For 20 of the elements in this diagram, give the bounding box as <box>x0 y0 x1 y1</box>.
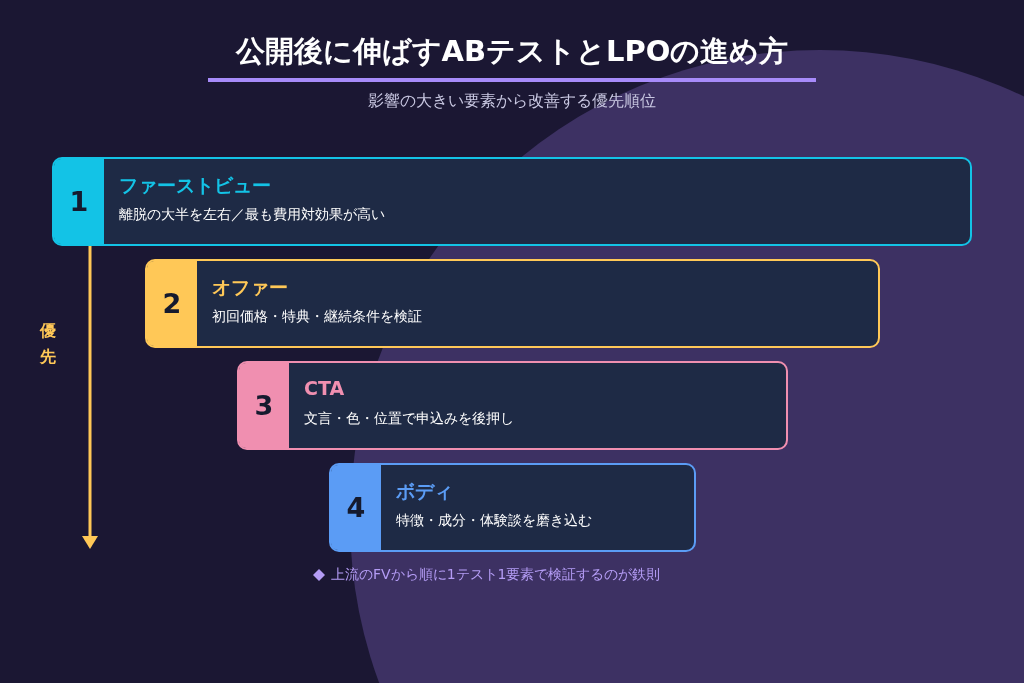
step-heading: ボディ <box>396 479 453 504</box>
step-card <box>145 259 880 348</box>
step-heading: ファーストビュー <box>119 173 271 198</box>
step-description: 文言・色・位置で申込みを後押し <box>304 410 514 428</box>
step-card <box>329 463 696 552</box>
step-card <box>237 361 788 450</box>
step-card <box>52 157 972 246</box>
number-badge: 1 <box>54 159 104 244</box>
number-badge: 2 <box>147 261 197 346</box>
title: 公開後に伸ばすABテストとLPOの進め方 <box>234 33 790 70</box>
axis-label: 優先 <box>40 320 57 368</box>
step-description: 特徴・成分・体験談を磨き込む <box>396 512 592 530</box>
step-heading: CTA <box>304 377 345 399</box>
subtitle: 影響の大きい要素から改善する優先順位 <box>367 91 657 112</box>
note: 上流のFVから順に1テスト1要素で検証するのが鉄則 <box>331 566 661 584</box>
number-badge: 3 <box>239 363 289 448</box>
step-heading: オファー <box>212 275 288 300</box>
step-description: 離脱の大半を左右／最も費用対効果が高い <box>119 206 385 224</box>
step-description: 初回価格・特典・継続条件を検証 <box>212 308 422 326</box>
number-badge: 4 <box>331 465 381 550</box>
